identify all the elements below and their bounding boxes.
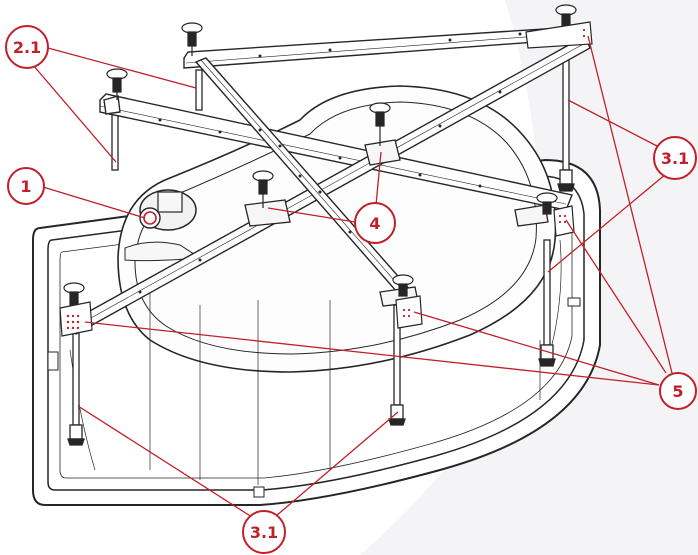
rim-tabs (47, 297, 581, 498)
foot-e (252, 170, 274, 208)
foot-d (369, 102, 391, 146)
callout-4-label: 4 (369, 214, 380, 233)
callout-3-1-right-label: 3.1 (661, 149, 689, 168)
drain-fitting (124, 189, 202, 262)
callout-1: 1 (7, 167, 45, 205)
leader-lines (32, 35, 673, 520)
foot-h (392, 274, 414, 297)
callout-5-label: 5 (672, 382, 683, 401)
tub-rim-inner-2 (59, 189, 573, 479)
adjustable-feet (63, 4, 577, 318)
callout-1-label: 1 (20, 177, 31, 196)
callout-2-1: 2.1 (5, 25, 49, 69)
callout-4: 4 (354, 202, 396, 244)
callout-3-1-bottom: 3.1 (242, 510, 286, 554)
callout-2-1-label: 2.1 (13, 38, 41, 57)
callout-3-1-bottom-label: 3.1 (250, 523, 278, 542)
callout-3-1-right: 3.1 (653, 136, 697, 180)
beam-holes (138, 32, 522, 294)
tub-rim-inner (47, 175, 585, 491)
bracket-hatching (66, 28, 586, 330)
foot-b (106, 68, 128, 100)
foot-a (181, 22, 203, 56)
callout-5: 5 (659, 372, 697, 410)
foot-f (536, 192, 558, 215)
